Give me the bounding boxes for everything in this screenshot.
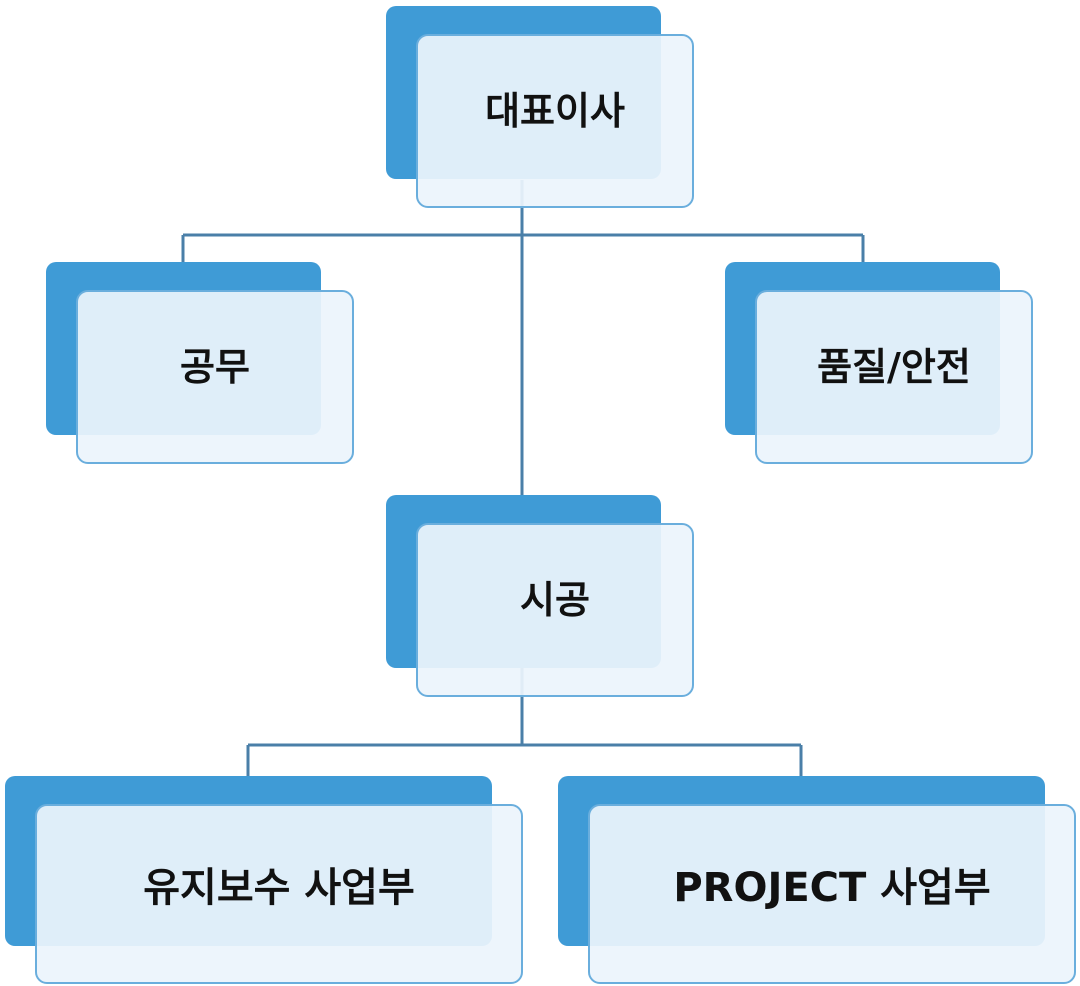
node-construction-label: 시공 [520, 577, 590, 622]
node-engineering-box: 공무 [76, 290, 354, 464]
node-maintenance-label: 유지보수 사업부 [143, 865, 415, 911]
node-construction-box: 시공 [416, 523, 694, 697]
node-ceo-box: 대표이사 [416, 34, 694, 208]
node-ceo-label: 대표이사 [485, 88, 625, 133]
node-engineering-label: 공무 [180, 344, 250, 389]
node-quality-safety-box: 품질/안전 [755, 290, 1033, 464]
node-project-label: PROJECT 사업부 [673, 865, 991, 911]
node-maintenance-box: 유지보수 사업부 [35, 804, 523, 984]
node-project-box: PROJECT 사업부 [588, 804, 1076, 984]
node-quality-safety-label: 품질/안전 [817, 344, 971, 389]
